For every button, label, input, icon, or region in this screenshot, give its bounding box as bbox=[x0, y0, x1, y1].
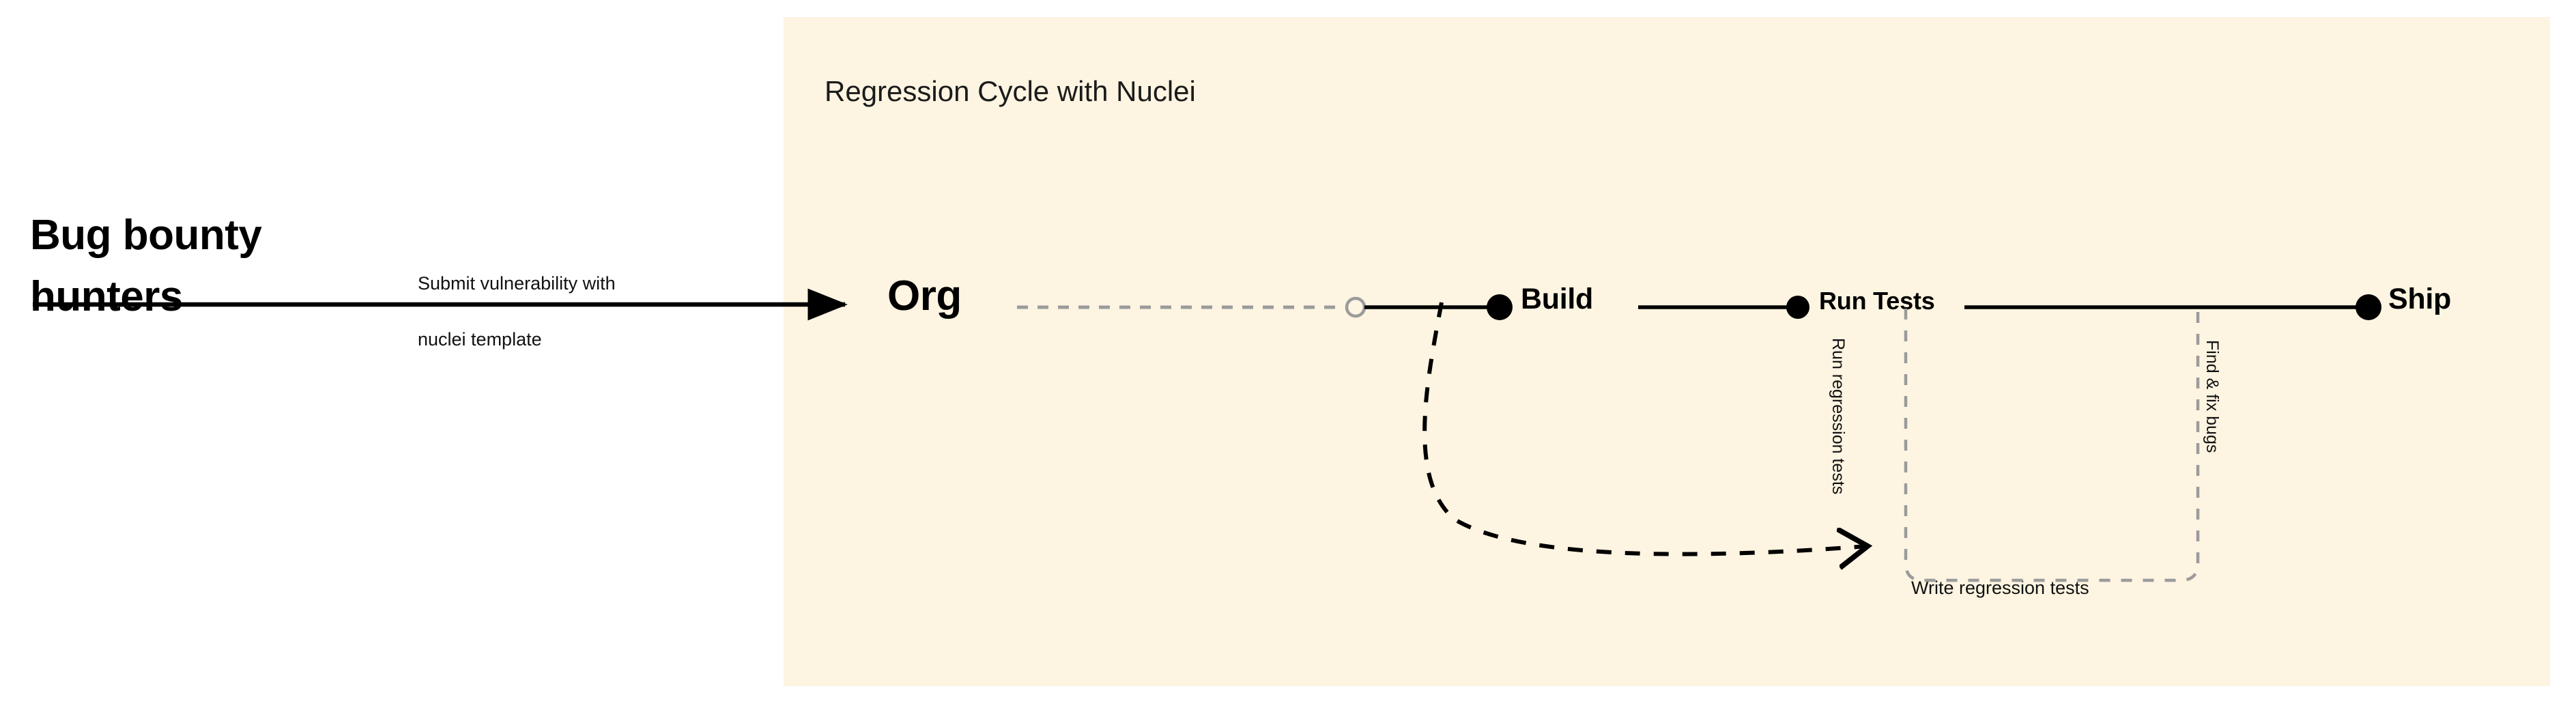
actor-label-line1: Bug bounty bbox=[30, 212, 262, 259]
panel-title: Regression Cycle with Nuclei bbox=[825, 75, 1196, 107]
node-label-ship: Ship bbox=[2388, 283, 2451, 315]
edge-label-find-and-fix-bugs: Find & fix bugs bbox=[2203, 340, 2222, 453]
submit-edge-label-line2: nuclei template bbox=[418, 329, 542, 350]
edge-label-write-regression-tests: Write regression tests bbox=[1911, 578, 2089, 598]
node-label-org: Org bbox=[887, 272, 962, 320]
actor-bug-bounty-hunters: Bug bounty hunters bbox=[30, 205, 412, 328]
regression-cycle-panel bbox=[784, 17, 2550, 686]
submit-edge-label-line1: Submit vulnerability with bbox=[418, 273, 616, 294]
edge-label-run-regression-tests: Run regression tests bbox=[1829, 338, 1848, 495]
actor-label-line2: hunters bbox=[30, 272, 183, 320]
submit-edge-label: Submit vulnerability with nuclei templat… bbox=[418, 255, 773, 367]
node-label-build: Build bbox=[1521, 283, 1593, 315]
node-label-run-tests: Run Tests bbox=[1819, 287, 1935, 315]
